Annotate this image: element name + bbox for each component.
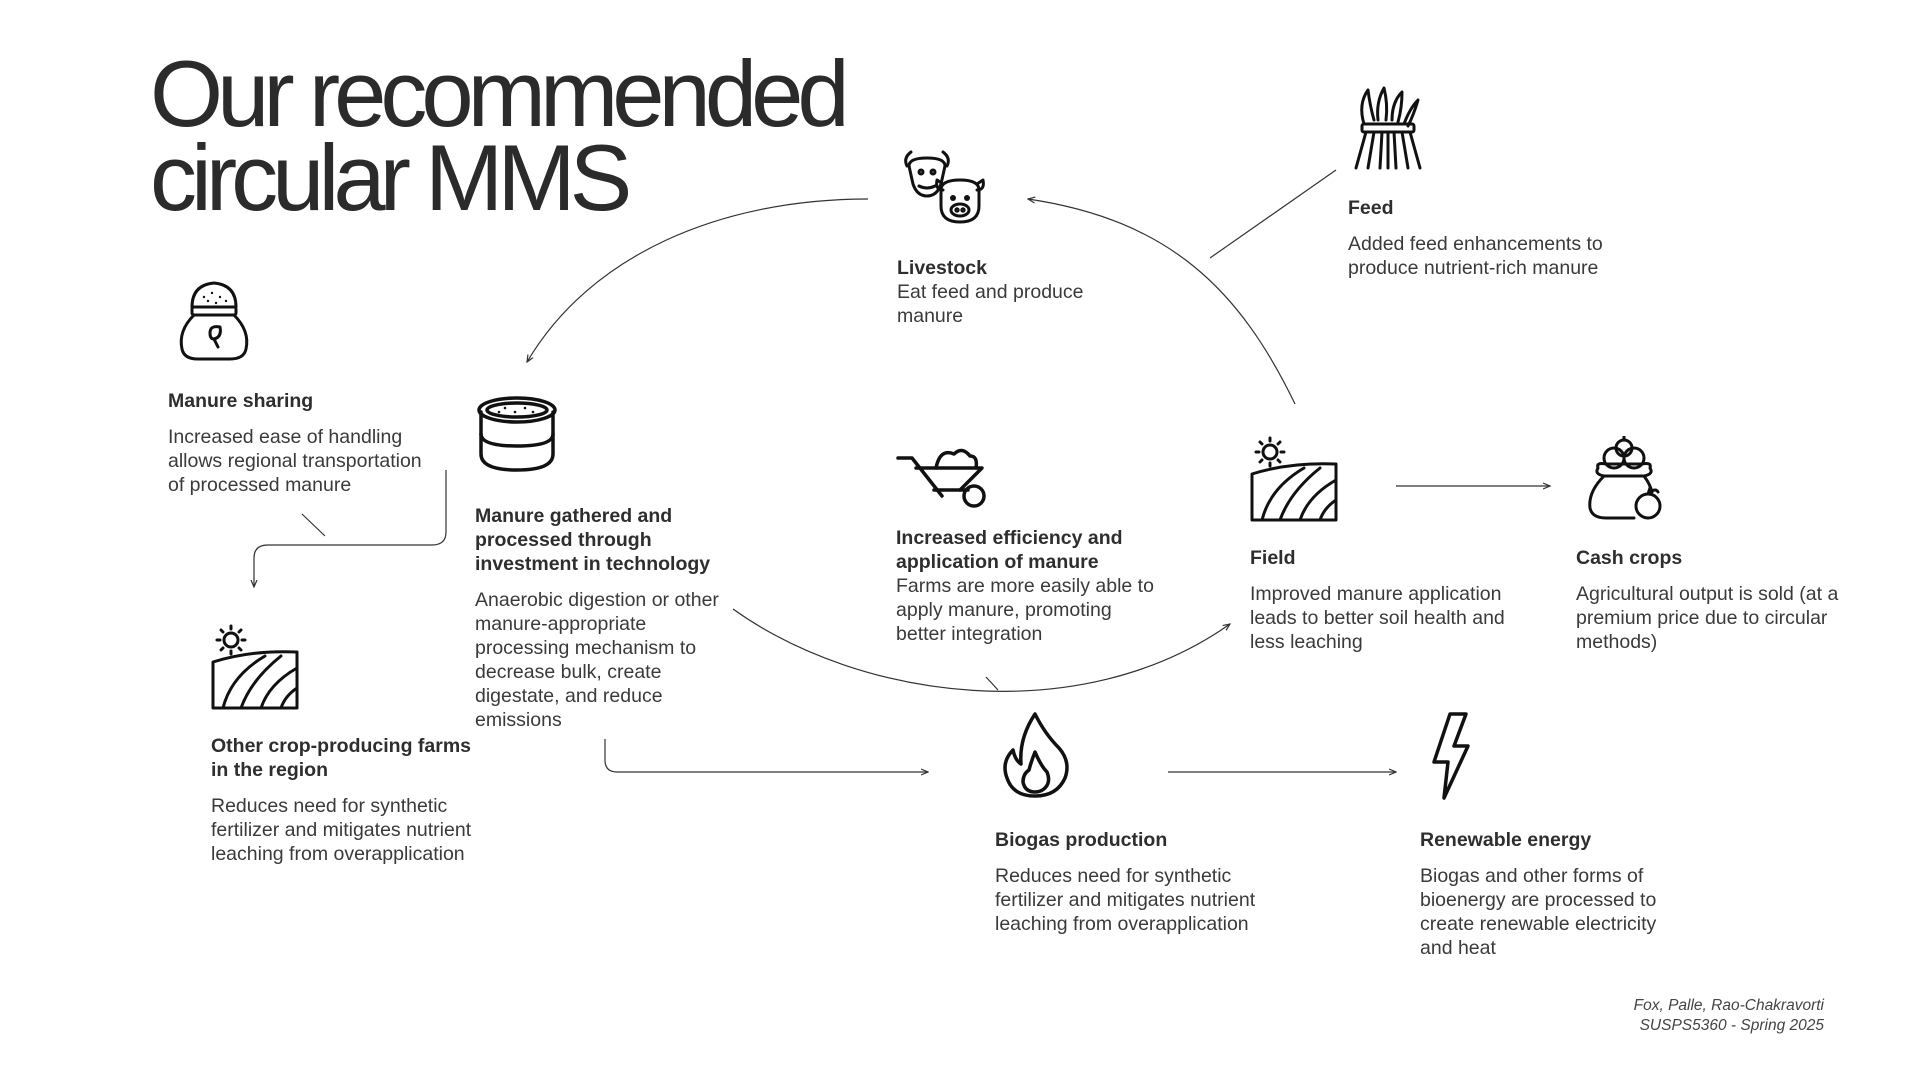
renewable-title: Renewable energy <box>1420 829 1592 851</box>
manure-bag-icon <box>174 277 254 361</box>
node-cash-crops: Cash crops Agricultural output is sold (… <box>1576 436 1846 654</box>
wheelbarrow-icon <box>896 444 988 510</box>
livestock-icon <box>897 140 987 230</box>
other-farms-title: Other crop-producing farms in the region <box>211 735 472 781</box>
biogas-description: Reduces need for synthetic fertilizer an… <box>995 865 1256 935</box>
node-renewable: Renewable energy Biogas and other forms … <box>1420 712 1690 960</box>
node-livestock: Livestock Eat feed and produce manure <box>897 140 1117 328</box>
arrow-manure-gathered-to-other-farms <box>254 470 447 587</box>
flame-icon <box>1001 712 1071 798</box>
node-feed: Feed Added feed enhancements to produce … <box>1348 84 1618 280</box>
node-other-farms: Other crop-producing farms in the region… <box>211 624 491 866</box>
node-efficiency: Increased efficiency and application of … <box>896 444 1166 646</box>
pointer-efficiency-to-arc <box>985 676 999 691</box>
page-title: Our recommended circular MMS <box>150 41 850 230</box>
node-biogas: Biogas production Reduces need for synth… <box>995 712 1265 936</box>
feed-description: Added feed enhancements to produce nutri… <box>1348 233 1603 279</box>
renewable-description: Biogas and other forms of bioenergy are … <box>1420 865 1657 959</box>
arrow-livestock-to-manure-gathered <box>527 198 869 362</box>
pointer-manure-sharing-text <box>301 513 326 537</box>
field-icon <box>211 624 301 710</box>
livestock-title: Livestock <box>897 257 987 279</box>
field-icon <box>1250 436 1340 522</box>
arrow-field-to-livestock <box>1028 199 1296 405</box>
cash-crops-title: Cash crops <box>1576 547 1683 569</box>
line-feed-to-cycle <box>1209 169 1337 259</box>
livestock-description: Eat feed and produce manure <box>897 281 1084 327</box>
biogas-title: Biogas production <box>995 829 1168 851</box>
field-title: Field <box>1250 547 1296 569</box>
title-line-2: circular MMS <box>150 125 632 230</box>
node-manure-sharing: Manure sharing Increased ease of handlin… <box>168 277 438 497</box>
efficiency-description: Farms are more easily able to apply manu… <box>896 575 1154 645</box>
feed-icon <box>1348 84 1428 174</box>
lightning-icon <box>1420 712 1480 800</box>
node-field: Field Improved manure application leads … <box>1250 436 1520 654</box>
storage-tank-icon <box>475 394 559 474</box>
crop-sack-icon <box>1584 436 1668 522</box>
credit: Fox, Palle, Rao-Chakravorti SUSPS5360 - … <box>1634 996 1824 1036</box>
title-line-1: Our recommended <box>150 41 850 146</box>
node-manure-gathered: Manure gathered and processed through in… <box>475 394 735 732</box>
arrow-manure-gathered-to-biogas <box>604 739 928 772</box>
credit-authors: Fox, Palle, Rao-Chakravorti <box>1633 997 1824 1014</box>
manure-gathered-title: Manure gathered and processed through in… <box>475 505 711 575</box>
manure-sharing-description: Increased ease of handling allows region… <box>168 426 422 496</box>
manure-sharing-title: Manure sharing <box>168 390 314 412</box>
field-description: Improved manure application leads to bet… <box>1250 583 1505 653</box>
cash-crops-description: Agricultural output is sold (at a premiu… <box>1576 583 1839 653</box>
other-farms-description: Reduces need for synthetic fertilizer an… <box>211 795 472 865</box>
feed-title: Feed <box>1348 197 1394 219</box>
efficiency-title: Increased efficiency and application of … <box>896 527 1123 573</box>
credit-course: SUSPS5360 - Spring 2025 <box>1639 1017 1824 1034</box>
arrow-manure-gathered-to-field <box>732 608 1230 692</box>
manure-gathered-description: Anaerobic digestion or other manure-appr… <box>475 589 719 731</box>
